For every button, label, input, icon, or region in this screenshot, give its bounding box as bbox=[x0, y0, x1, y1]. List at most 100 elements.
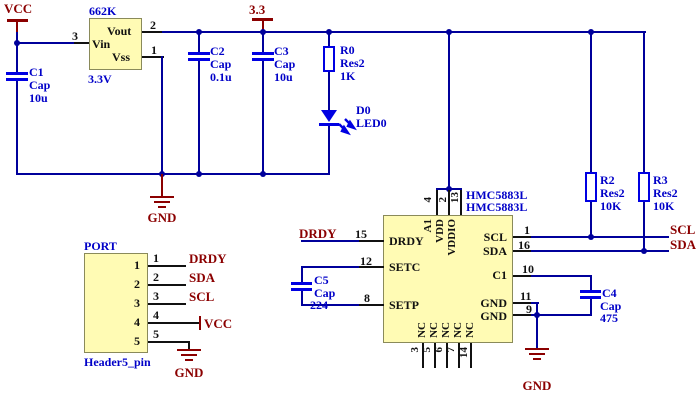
capacitor-c3-symbol bbox=[252, 58, 274, 61]
chip-pin-stub bbox=[422, 343, 424, 368]
r3-ref: R3 bbox=[653, 173, 668, 187]
port-vcc-label: VCC bbox=[204, 316, 233, 331]
wire bbox=[536, 316, 538, 348]
resistor-r2-symbol bbox=[585, 172, 597, 202]
chip-pin-name-drdy: DRDY bbox=[389, 234, 424, 248]
regulator-part: 662K bbox=[89, 4, 117, 18]
chip-pin-stub bbox=[436, 190, 438, 215]
chip-pin-stub bbox=[513, 236, 531, 238]
chip-pin-name-sda: SDA bbox=[482, 244, 507, 258]
pin-number: 2 bbox=[150, 18, 156, 32]
wire bbox=[531, 275, 592, 277]
vcc-power-stub bbox=[16, 21, 18, 33]
wire bbox=[262, 61, 264, 174]
r0-ref: R0 bbox=[340, 43, 355, 57]
wire bbox=[16, 32, 18, 72]
chip-pin-name-vdd: VDD bbox=[434, 219, 446, 243]
wire-scl bbox=[531, 236, 669, 238]
chip-name: HMC5883L bbox=[466, 188, 528, 202]
wire bbox=[643, 31, 645, 172]
wire bbox=[531, 314, 592, 316]
gnd-symbol bbox=[533, 358, 541, 360]
r2-type: Res2 bbox=[600, 186, 625, 200]
wire bbox=[536, 302, 538, 316]
pin-number: 3 bbox=[153, 289, 159, 303]
chip-pin-name-nc: NC bbox=[464, 322, 476, 338]
chip-body bbox=[383, 215, 513, 343]
pin-number: 5 bbox=[421, 347, 433, 353]
pin-number: 4 bbox=[134, 315, 140, 329]
chip-pin-name-scl: SCL bbox=[483, 230, 507, 244]
chip-pin-stub bbox=[434, 343, 436, 368]
chip-pin-name-setp: SETP bbox=[389, 298, 420, 312]
capacitor-c1-symbol bbox=[6, 78, 28, 81]
capacitor-c1-symbol bbox=[6, 72, 28, 75]
wire bbox=[262, 31, 264, 52]
gnd-symbol bbox=[177, 349, 201, 351]
port-pin-stub bbox=[148, 284, 186, 286]
pin-number: 13 bbox=[449, 192, 461, 203]
wire bbox=[590, 31, 592, 172]
junction-dot bbox=[260, 171, 266, 177]
wire bbox=[16, 81, 18, 174]
r3-type: Res2 bbox=[653, 186, 678, 200]
pin-number: 1 bbox=[151, 43, 157, 57]
regulator-value: 3.3V bbox=[88, 72, 112, 86]
pin-number: 5 bbox=[153, 327, 159, 341]
port-scl-label: SCL bbox=[189, 289, 215, 304]
chip-name2: HMC5883L bbox=[466, 200, 528, 214]
c5-ref: C5 bbox=[314, 273, 329, 287]
capacitor-c5-symbol bbox=[291, 288, 312, 291]
pin-number: 5 bbox=[134, 334, 140, 348]
chip-pin-stub bbox=[513, 314, 531, 316]
wire bbox=[198, 31, 200, 52]
c3-value: 10u bbox=[274, 70, 293, 84]
wire bbox=[301, 291, 303, 305]
wire bbox=[328, 126, 330, 174]
scl-net-label: SCL bbox=[670, 222, 696, 237]
c1-value: 10u bbox=[29, 91, 48, 105]
junction-dot bbox=[534, 312, 540, 318]
regulator-pin1-stub bbox=[142, 56, 164, 58]
regulator-pin-vout: Vout bbox=[107, 24, 132, 38]
c2-ref: C2 bbox=[210, 44, 225, 58]
chip-pin-stub bbox=[513, 250, 531, 252]
rail-3v3 bbox=[162, 31, 646, 33]
c5-value: 224 bbox=[310, 298, 328, 312]
port-sda-label: SDA bbox=[189, 270, 216, 285]
junction-dot bbox=[588, 234, 594, 240]
pin-number: 2 bbox=[153, 270, 159, 284]
c3-ref: C3 bbox=[274, 44, 289, 58]
port-body bbox=[84, 253, 148, 353]
wire bbox=[301, 266, 359, 268]
c4-value: 475 bbox=[600, 311, 618, 325]
pin-number: 3 bbox=[72, 29, 78, 43]
c4-type: Cap bbox=[600, 299, 622, 313]
vcc-power-bar-icon bbox=[7, 19, 28, 22]
chip-pin-stub bbox=[446, 343, 448, 368]
c2-type: Cap bbox=[210, 57, 232, 71]
rail-gnd bbox=[16, 173, 330, 175]
gnd-symbol bbox=[150, 196, 174, 198]
gnd-net-label: GND bbox=[174, 365, 204, 380]
r3-value: 10K bbox=[653, 199, 675, 213]
pin-number: 3 bbox=[409, 347, 421, 353]
vcc-net-label: VCC bbox=[4, 1, 33, 16]
gnd-net-label: GND bbox=[522, 378, 552, 393]
chip-pin-stub bbox=[460, 190, 462, 215]
wire bbox=[301, 304, 359, 306]
port-pin-stub bbox=[148, 265, 186, 267]
junction-dot bbox=[641, 248, 647, 254]
capacitor-c5-symbol bbox=[291, 282, 312, 285]
c3-type: Cap bbox=[274, 57, 296, 71]
capacitor-c2-symbol bbox=[188, 58, 210, 61]
pin-number: 15 bbox=[355, 227, 367, 241]
wire bbox=[198, 61, 200, 174]
chip-pin-name-setc: SETC bbox=[389, 260, 421, 274]
pin-number: 7 bbox=[445, 347, 457, 353]
wire bbox=[301, 240, 359, 242]
pin-number: 8 bbox=[364, 291, 370, 305]
c1-ref: C1 bbox=[29, 65, 44, 79]
capacitor-c3-symbol bbox=[252, 52, 274, 55]
